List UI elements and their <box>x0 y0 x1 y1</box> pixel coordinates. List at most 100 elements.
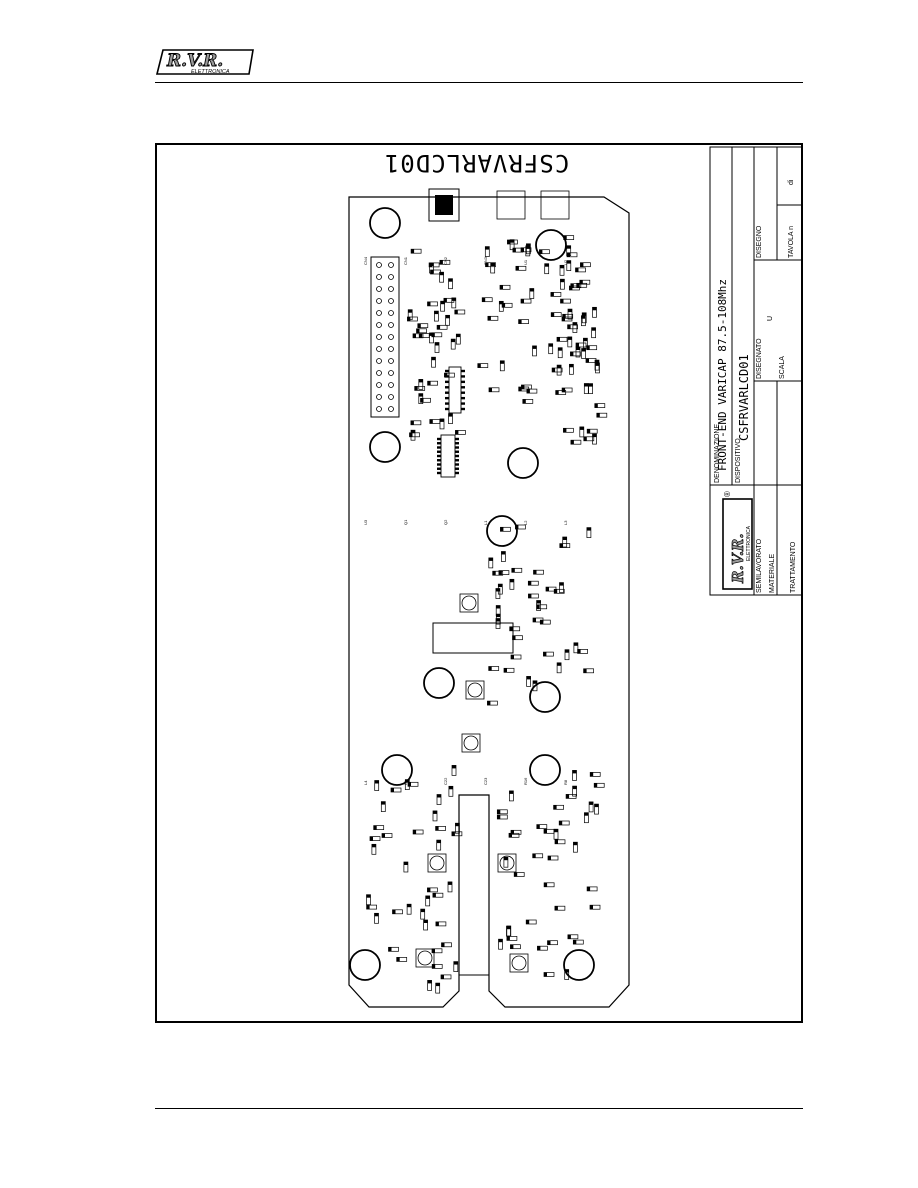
smd-pad <box>522 399 526 404</box>
header-pin <box>376 406 382 412</box>
smd-pad <box>518 387 522 391</box>
smd-pad <box>576 283 580 288</box>
smd-pad <box>573 642 578 646</box>
smd-pad <box>569 286 573 290</box>
smd-component <box>569 363 574 375</box>
smd-pad <box>526 243 531 247</box>
smd-pad <box>427 980 432 984</box>
tavola-label: TAVOLA n <box>788 225 795 258</box>
smd-pad <box>499 301 504 305</box>
smd-pad <box>498 939 503 943</box>
scala-label: SCALA <box>779 356 786 379</box>
smd-pad <box>515 525 519 529</box>
header-pin <box>388 358 394 364</box>
smd-pad <box>533 570 537 575</box>
ic-pin <box>437 467 441 470</box>
ic-pin <box>455 442 459 445</box>
smd-pad <box>437 325 441 330</box>
smd-pad <box>496 618 500 622</box>
smd-pad <box>581 348 586 352</box>
header-rule <box>155 82 803 83</box>
ic-pin <box>437 459 441 462</box>
rvr-logo: R.V.R. ELETTRONICA <box>155 44 257 80</box>
pcb-ref-label: L5 <box>403 780 408 785</box>
smd-pad <box>586 358 589 363</box>
svg-text:R.V.R.: R.V.R. <box>729 533 747 584</box>
smd-pad <box>594 403 598 408</box>
smd-component <box>518 319 529 324</box>
smd-pad <box>497 809 501 814</box>
smd-pad <box>562 388 566 392</box>
smd-pad <box>566 260 571 264</box>
ic-pin <box>455 450 459 453</box>
smd-pad <box>521 299 524 304</box>
ic-pin <box>461 391 465 394</box>
smd-pad <box>430 270 434 274</box>
smd-pad <box>532 345 537 349</box>
pcb-ref-label: L2 <box>523 520 528 525</box>
smd-pad <box>366 894 371 898</box>
smd-pad <box>492 571 496 576</box>
smd-pad <box>436 840 441 844</box>
smd-pad <box>573 940 577 945</box>
smd-pad <box>563 235 567 240</box>
header-pin <box>376 298 382 304</box>
smd-pad <box>586 345 590 350</box>
smd-pad <box>589 801 594 805</box>
ic-pin <box>461 396 465 400</box>
pcb-slot <box>458 794 490 976</box>
smd-component <box>559 582 564 593</box>
mounting-hole <box>381 754 413 786</box>
smd-pad <box>497 815 501 819</box>
trimmer-knob <box>467 682 483 698</box>
ic-pin <box>455 454 459 458</box>
smd-pad <box>553 805 557 810</box>
ic-pin <box>445 407 449 411</box>
smd-pad <box>510 944 514 949</box>
ic-pin <box>455 463 459 466</box>
header-pin <box>388 262 394 268</box>
header-pin <box>376 346 382 352</box>
smd-pad <box>500 360 505 364</box>
smd-pad <box>388 947 392 952</box>
smd-pad <box>579 280 583 285</box>
smd-pad <box>567 252 570 257</box>
pcb-ref-label: C23 <box>483 777 488 785</box>
trimmer-knob <box>511 955 527 971</box>
smd-pad <box>566 794 570 799</box>
ic-pin <box>461 407 465 411</box>
smd-pad <box>455 823 460 827</box>
smd-pad <box>583 668 587 673</box>
header-connector <box>370 256 400 418</box>
smd-pad <box>592 434 597 438</box>
header-pin <box>376 382 382 388</box>
smd-pad <box>396 957 400 962</box>
pcb-ref-label: CN3 <box>483 256 488 265</box>
smd-pad <box>594 783 598 788</box>
smd-pad <box>587 886 591 891</box>
titleblock-logo: R.V.R. ELETTRONICA <box>723 499 752 589</box>
header-pin <box>388 274 394 280</box>
smd-pad <box>454 310 458 314</box>
smd-pad <box>529 288 534 292</box>
smd-pad <box>452 765 456 769</box>
smd-pad <box>448 413 453 417</box>
smd-pad <box>418 379 423 383</box>
voltage-regulator <box>428 188 460 222</box>
smd-pad <box>432 893 436 898</box>
trimmer <box>459 593 479 613</box>
ic-pin <box>445 396 449 400</box>
ic-pin <box>461 386 465 389</box>
smd-pad <box>427 887 431 892</box>
mounting-hole <box>529 681 561 713</box>
smd-component <box>559 264 565 276</box>
smd-pad <box>500 285 503 290</box>
smd-pad <box>544 882 548 887</box>
smd-pad <box>501 551 506 555</box>
smd-pad <box>572 322 577 326</box>
trimmer-knob <box>429 855 445 871</box>
smd-pad <box>525 245 530 249</box>
smd-pad <box>485 246 490 250</box>
